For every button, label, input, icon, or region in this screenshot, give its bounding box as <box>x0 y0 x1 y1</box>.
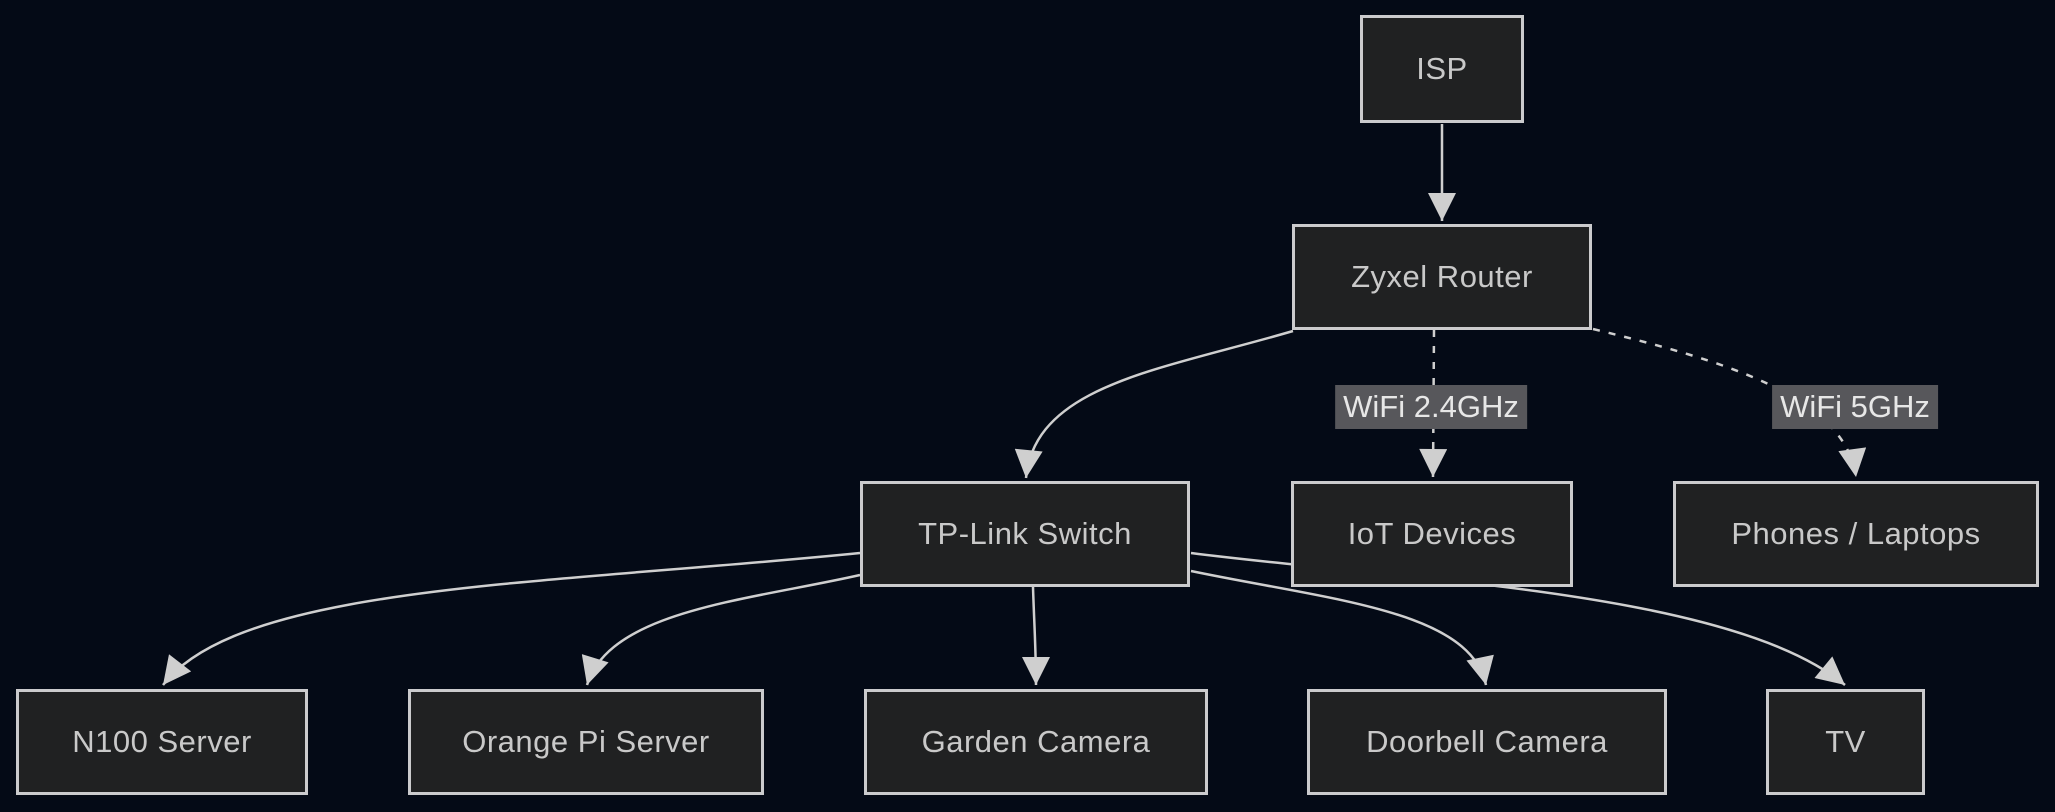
edge-switch-to-orangepi <box>581 573 861 686</box>
node-isp: ISP <box>1360 15 1524 123</box>
node-n100-server: N100 Server <box>16 689 308 795</box>
edge-switch-to-n100 <box>162 551 861 686</box>
edge-label-wifi-5ghz: WiFi 5GHz <box>1772 385 1938 429</box>
node-garden-camera: Garden Camera <box>864 689 1208 795</box>
edge-switch-to-garden <box>1021 586 1050 686</box>
edge-switch-to-tv <box>1190 551 1846 686</box>
node-tplink-switch: TP-Link Switch <box>860 481 1190 587</box>
node-iot-devices: IoT Devices <box>1291 481 1573 587</box>
node-orange-pi-server: Orange Pi Server <box>408 689 764 795</box>
edge-label-wifi-24ghz: WiFi 2.4GHz <box>1335 385 1527 429</box>
edge-switch-to-doorbell <box>1190 569 1494 686</box>
edge-router-to-switch <box>1014 329 1294 479</box>
edge-router-to-phones-wifi5 <box>1592 327 1867 478</box>
node-doorbell-camera: Doorbell Camera <box>1307 689 1667 795</box>
node-zyxel-router: Zyxel Router <box>1292 224 1592 330</box>
node-tv: TV <box>1766 689 1925 795</box>
node-phones-laptops: Phones / Laptops <box>1673 481 2039 587</box>
